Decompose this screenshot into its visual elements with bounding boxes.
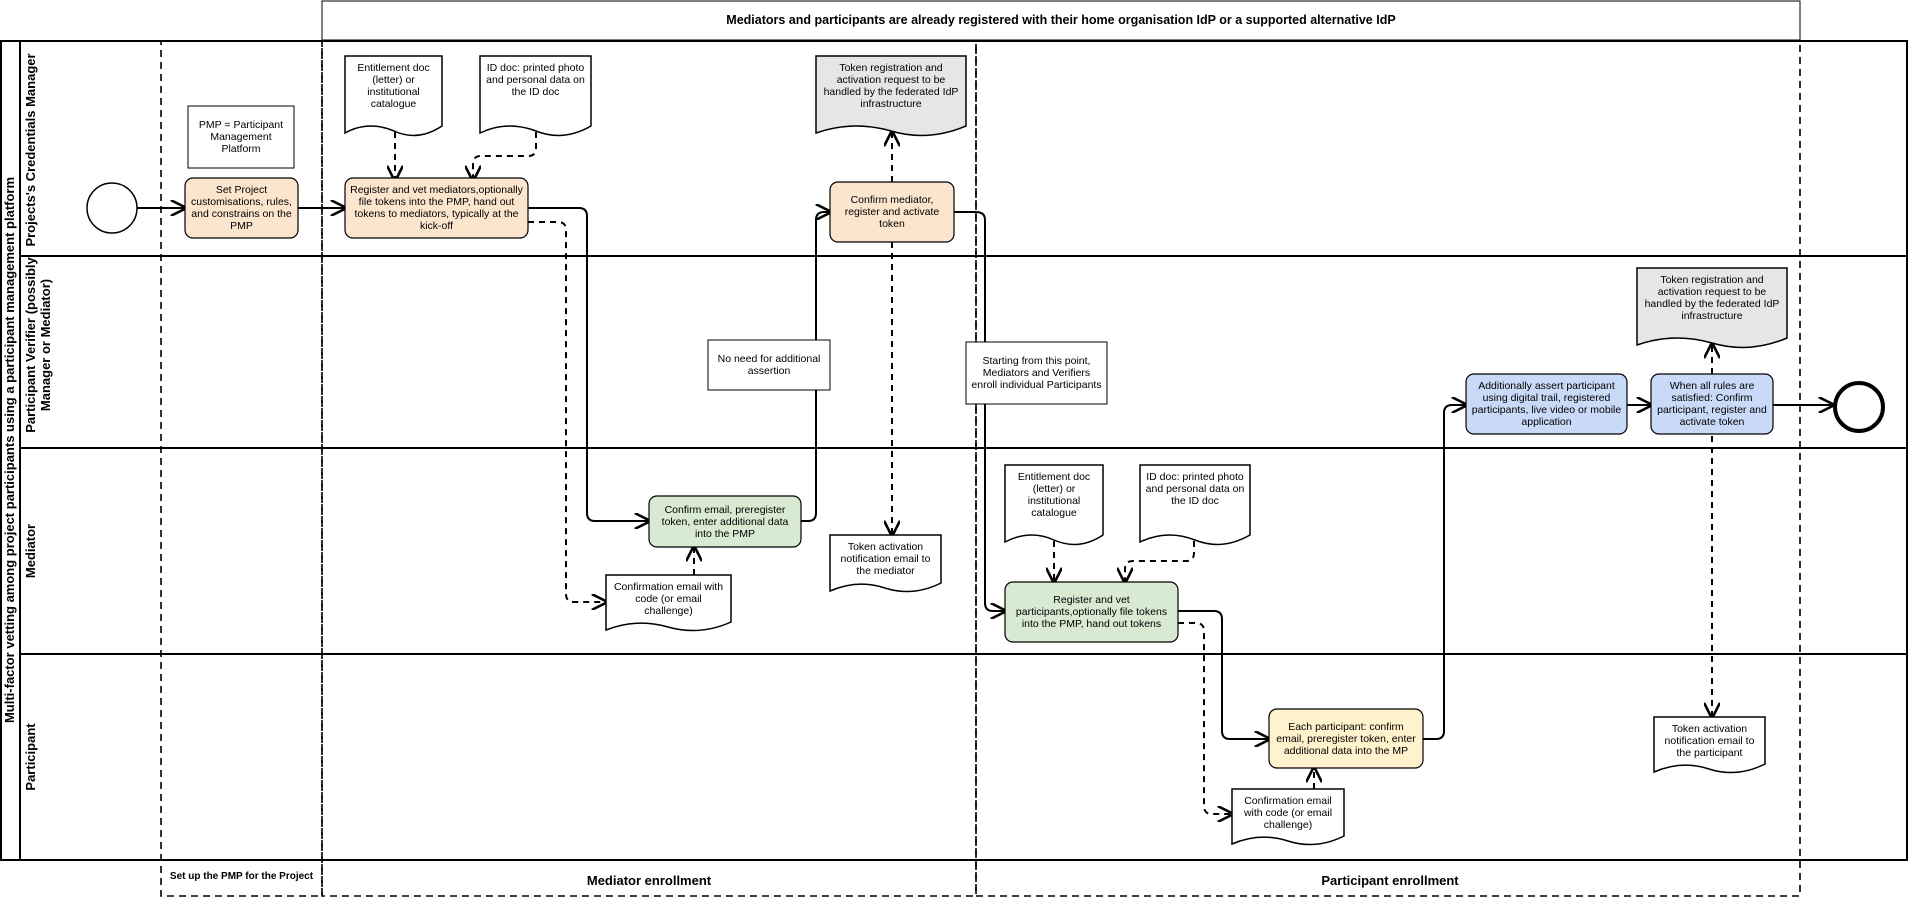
doc-id-1-shape [479, 55, 592, 137]
starting-point-box [965, 341, 1108, 405]
task-confirm-participant: When all rules are satisfied: Confirm pa… [1657, 380, 1767, 428]
lane-separators [1, 255, 1907, 861]
task-participant-confirm-email-shape [1268, 708, 1424, 769]
doc-entitlement-1: Entitlement doc (letter) or institutiona… [357, 62, 429, 110]
assoc-register-to-confirmationemail [528, 221, 606, 602]
lane-verifier-line1: Participant Verifier (possibly [23, 256, 38, 432]
pmp-definition-box [187, 105, 295, 169]
phase-groups [160, 40, 1801, 897]
task-register-mediators-shape [344, 177, 529, 239]
starting-point-annotation: Starting from this point, Mediators and … [971, 355, 1101, 391]
task-participant-confirm-email: Each participant: confirm email, preregi… [1276, 721, 1415, 757]
doc-token-registration-1: Token registration and activation reques… [824, 62, 959, 110]
doc-entitlement-1-shape [344, 55, 443, 137]
task-set-project-shape [184, 177, 299, 239]
doc-token-registration-1-shape [815, 55, 967, 137]
task-register-participants-shape [1004, 581, 1179, 643]
doc-entitlement-2: Entitlement doc (letter) or institutiona… [1018, 471, 1090, 519]
end-event [1833, 381, 1885, 433]
assoc-registerparticipants-to-confirmationemail [1178, 622, 1232, 814]
doc-participant-confirmation-email: Confirmation email with code (or email c… [1244, 795, 1332, 831]
phase-setup-label: Set up the PMP for the Project [170, 871, 313, 882]
doc-participant-confirmation-email-shape [1231, 788, 1345, 846]
tasks [184, 177, 1774, 769]
start-event [86, 182, 138, 234]
doc-token-registration-2: Token registration and activation reques… [1645, 274, 1780, 322]
task-mediator-confirm-email: Confirm email, preregister token, enter … [662, 504, 789, 540]
assoc-iddoc1 [473, 132, 537, 180]
task-confirm-mediator: Confirm mediator, register and activate … [845, 194, 940, 230]
task-confirm-participant-shape [1650, 373, 1774, 435]
no-need-box [707, 339, 831, 391]
pool-title: Multi-factor vetting among project parti… [2, 177, 17, 723]
task-assert-participant: Additionally assert participant using di… [1472, 380, 1621, 428]
doc-mediator-confirmation-email-shape [605, 574, 732, 632]
flow-register-to-mediatorconfirm [528, 207, 649, 521]
task-mediator-confirm-email-shape [648, 495, 802, 548]
lane-participant: Participant [23, 723, 38, 791]
no-need-annotation: No need for additional assertion [718, 353, 821, 377]
header-note-text: Mediators and participants are already r… [726, 13, 1395, 27]
pmp-definition: PMP = Participant Management Platform [199, 119, 283, 155]
header-note: Mediators and participants are already r… [321, 0, 1801, 41]
phase-mediator-enrollment: Mediator enrollment [587, 873, 712, 888]
connectors [137, 208, 1833, 739]
doc-entitlement-2-shape [1004, 464, 1104, 546]
doc-id-2: ID doc: printed photo and personal data … [1146, 471, 1245, 507]
documents [344, 55, 1788, 846]
task-register-mediators: Register and vet mediators,optionally fi… [350, 184, 523, 232]
task-confirm-mediator-shape [829, 181, 955, 243]
flow-registerparticipants-to-participantconfirm [1178, 610, 1269, 739]
doc-mediator-activation-email: Token activation notification email to t… [841, 541, 931, 577]
data-associations [395, 132, 1712, 814]
doc-mediator-confirmation-email: Confirmation email with code (or email c… [614, 581, 723, 617]
doc-mediator-activation-email-shape [829, 534, 942, 593]
lane-mediator: Mediator [23, 524, 38, 578]
flow-participantconfirm-to-assert [1423, 405, 1466, 740]
task-set-project: Set Project customisations, rules, and c… [191, 184, 292, 232]
assoc-iddoc2 [1125, 541, 1195, 582]
task-assert-participant-shape [1465, 373, 1628, 435]
flow-confirmmediator-to-registerparticipants [954, 211, 1005, 611]
doc-token-registration-2-shape [1636, 267, 1788, 349]
phase-participant-enrollment: Participant enrollment [1321, 873, 1459, 888]
doc-participant-activation-email: Token activation notification email to t… [1665, 723, 1755, 759]
doc-id-1: ID doc: printed photo and personal data … [486, 62, 585, 98]
doc-participant-activation-email-shape [1653, 716, 1766, 774]
lane-verifier-line2: Manager or Mediator) [38, 279, 53, 411]
doc-id-2-shape [1139, 464, 1251, 546]
task-register-participants: Register and vet participants,optionally… [1016, 594, 1167, 630]
lane-credentials-manager: Projects's Credentials Manager [23, 53, 38, 246]
